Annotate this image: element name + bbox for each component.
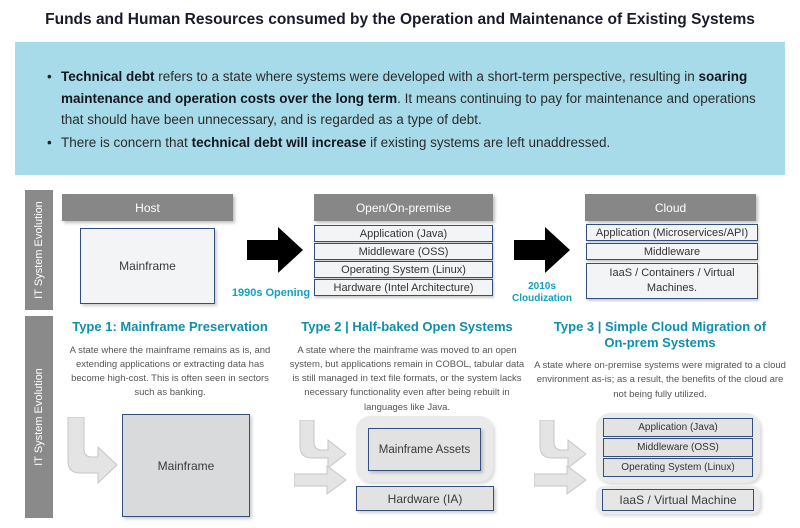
type3-layer-stack: Application (Java) Middleware (OSS) Oper… bbox=[603, 418, 753, 478]
bullet1-bold-soaring-costs: soaring maintenance and operation costs … bbox=[61, 69, 748, 106]
type1-mainframe-box: Mainframe bbox=[122, 414, 250, 517]
technical-debt-info-panel: Technical debt refers to a state where s… bbox=[15, 42, 785, 175]
bullet2-bold-increase: technical debt will increase bbox=[191, 134, 367, 150]
host-mainframe-box: Mainframe bbox=[80, 228, 215, 304]
black-right-arrow-icon bbox=[247, 227, 303, 273]
type3-section: Type 3 | Simple Cloud Migration of On-pr… bbox=[528, 319, 792, 402]
curved-elbow-arrow-icon bbox=[67, 417, 118, 485]
transition-2010s-line2: Cloudization bbox=[512, 293, 572, 304]
type3-layer-os: Operating System (Linux) bbox=[603, 458, 753, 477]
open-layer-application: Application (Java) bbox=[314, 225, 493, 242]
cloud-layer-stack: Application (Microservices/API) Middlewa… bbox=[586, 224, 758, 300]
evolution-sidebar-top-label: IT System Evolution bbox=[33, 201, 45, 299]
open-layer-stack: Application (Java) Middleware (OSS) Oper… bbox=[314, 225, 493, 297]
evolution-sidebar-bottom: IT System Evolution bbox=[25, 316, 53, 518]
evolution-sidebar-top: IT System Evolution bbox=[25, 190, 53, 310]
black-right-arrow-icon bbox=[514, 227, 570, 273]
page-title: Funds and Human Resources consumed by th… bbox=[45, 11, 755, 28]
open-column-header: Open/On-premise bbox=[314, 194, 493, 221]
info-bullet-2: There is concern that technical debt wil… bbox=[47, 132, 757, 154]
bullet1-text-b: . It means continuing to pay for mainten… bbox=[61, 90, 756, 128]
bullet1-text-a: refers to a state where systems were dev… bbox=[154, 69, 699, 84]
info-bullet-1: Technical debt refers to a state where s… bbox=[47, 66, 757, 131]
bullet1-bold-technical-debt: Technical debt bbox=[61, 69, 155, 84]
open-layer-os: Operating System (Linux) bbox=[314, 261, 493, 278]
evolution-sidebar-bottom-label: IT System Evolution bbox=[33, 368, 45, 466]
type3-layer-application: Application (Java) bbox=[603, 418, 753, 437]
cloud-layer-middleware: Middleware bbox=[586, 243, 758, 260]
curved-and-straight-arrow-icon bbox=[534, 420, 587, 495]
cloud-column-header: Cloud bbox=[585, 194, 756, 221]
type2-mainframe-assets-box: Mainframe Assets bbox=[368, 428, 481, 471]
type1-title: Type 1: Mainframe Preservation bbox=[72, 319, 268, 334]
type2-hardware-box: Hardware (IA) bbox=[356, 486, 494, 511]
open-layer-middleware: Middleware (OSS) bbox=[314, 243, 493, 260]
transition-1990s-label: 1990s Opening bbox=[231, 287, 311, 299]
open-layer-hardware: Hardware (Intel Architecture) bbox=[314, 279, 493, 296]
cloud-layer-iaas: IaaS / Containers / Virtual Machines. bbox=[586, 263, 758, 299]
bullet2-text-b: if existing systems are left unaddressed… bbox=[366, 134, 611, 150]
host-column-header: Host bbox=[62, 194, 233, 221]
type3-description: A state where on-premise systems were mi… bbox=[534, 360, 786, 400]
type2-title: Type 2 | Half-baked Open Systems bbox=[301, 319, 513, 334]
info-bullet-list: Technical debt refers to a state where s… bbox=[33, 66, 757, 153]
transition-2010s-line1: 2010s bbox=[528, 281, 556, 292]
curved-and-straight-arrow-icon bbox=[294, 420, 347, 495]
type3-iaas-box: IaaS / Virtual Machine bbox=[602, 489, 754, 511]
type1-description: A state where the mainframe remains as i… bbox=[69, 344, 271, 399]
type2-description: A state where the mainframe was moved to… bbox=[289, 344, 525, 413]
type3-title: Type 3 | Simple Cloud Migration of On-pr… bbox=[553, 319, 767, 350]
transition-2010s-label: 2010s Cloudization bbox=[506, 281, 578, 305]
type1-section: Type 1: Mainframe Preservation A state w… bbox=[57, 319, 283, 401]
type2-section: Type 2 | Half-baked Open Systems A state… bbox=[285, 319, 529, 415]
cloud-layer-application: Application (Microservices/API) bbox=[586, 224, 758, 241]
type3-layer-middleware: Middleware (OSS) bbox=[603, 438, 753, 457]
bullet2-text-a: There is concern that bbox=[61, 134, 192, 150]
